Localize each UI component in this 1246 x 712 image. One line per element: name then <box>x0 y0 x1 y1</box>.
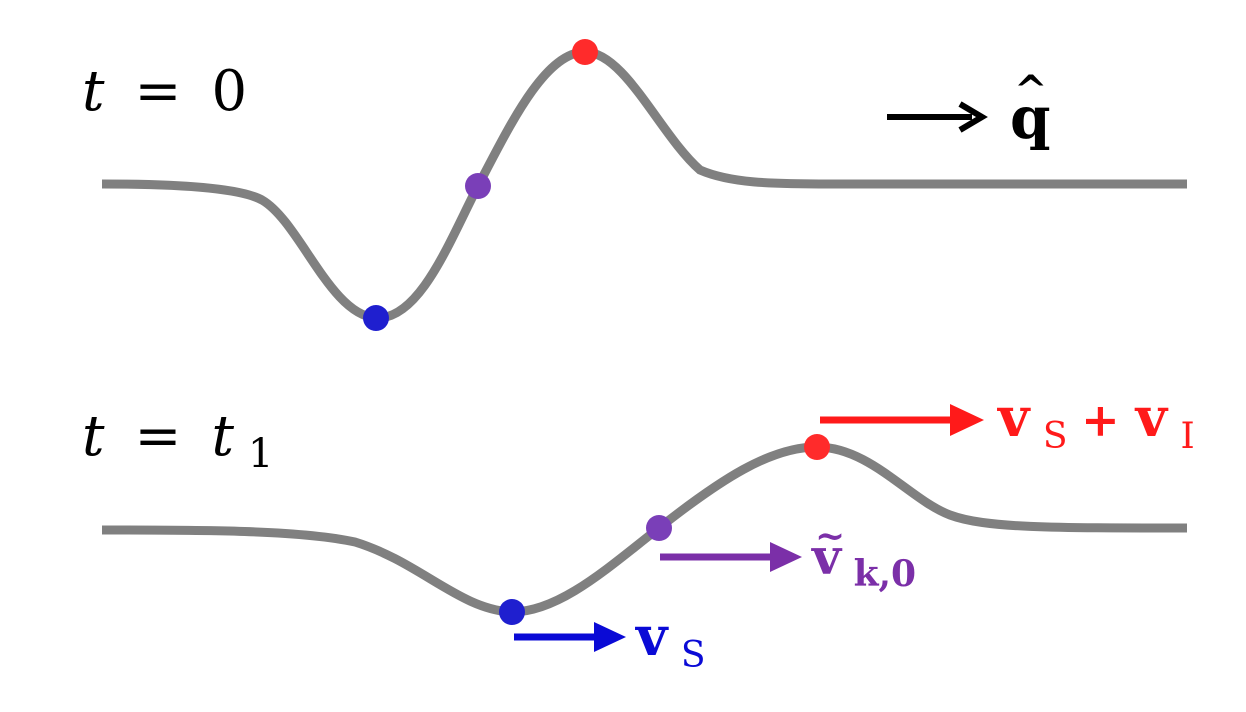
velocity-label-purple: v k,0 <box>811 527 916 595</box>
velocity-arrowhead-purple <box>770 542 802 572</box>
direction-indicator: q ^ <box>887 67 1051 152</box>
point-maximum-t0 <box>572 39 598 65</box>
velocity-tilde-purple: ~ <box>815 515 845 557</box>
point-middle-t0 <box>465 173 491 199</box>
velocity-vk0: v k,0 ~ <box>660 515 916 595</box>
point-minimum-t1 <box>499 599 525 625</box>
point-middle-t1 <box>646 515 672 541</box>
point-maximum-t1 <box>804 434 830 460</box>
q-hat-symbol: q <box>1010 84 1051 152</box>
direction-arrowhead <box>958 101 988 133</box>
q-hat-accent: ^ <box>1014 67 1048 114</box>
panel-t0: t = 0 q ^ <box>82 39 1187 331</box>
point-minimum-t0 <box>363 305 389 331</box>
time-label-t1: t = t 1 <box>82 404 273 477</box>
velocity-vs-plus-vi: v S + v I <box>820 385 1195 460</box>
velocity-arrowhead-blue <box>594 622 626 652</box>
panel-t1: t = t 1 v S + v I v k, <box>82 385 1195 676</box>
time-label-t0: t = 0 <box>82 59 247 124</box>
velocity-label-blue: v S <box>635 604 706 676</box>
velocity-arrowhead-red <box>950 404 984 436</box>
velocity-label-red: v S + v I <box>997 385 1195 460</box>
velocity-vs: v S <box>514 604 706 676</box>
